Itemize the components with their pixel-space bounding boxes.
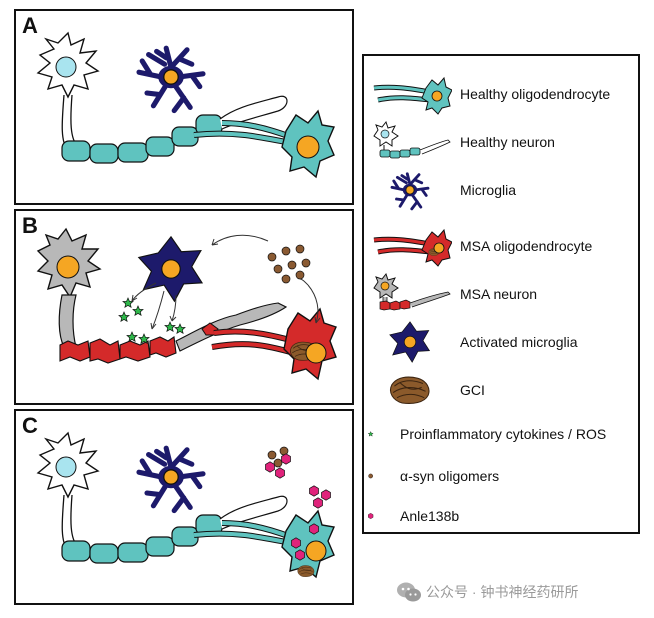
legend-label: Microglia (460, 182, 517, 198)
healthy-oligodendrocyte-icon (193, 109, 335, 179)
panel-c-illustration (36, 431, 335, 579)
healthy-neuron-icon (36, 31, 100, 152)
legend-label: GCI (460, 382, 485, 398)
microglia-icon (390, 172, 430, 211)
panel-a: A (14, 9, 354, 205)
microglia-icon (139, 48, 203, 110)
activated-microglia-icon (389, 321, 430, 363)
msa-neuron-icon (373, 272, 451, 311)
panel-label: A (22, 13, 38, 38)
legend-label: Proinflammatory cytokines / ROS (400, 426, 607, 442)
legend-label: α-syn oligomers (400, 468, 500, 484)
oligomer-cluster (267, 244, 311, 284)
activated-microglia-icon (138, 236, 203, 302)
healthy-oligodendrocyte-icon (373, 76, 452, 115)
microglia-icon (139, 448, 203, 510)
msa-oligodendrocyte-icon (211, 307, 337, 381)
panel-label: C (22, 413, 38, 438)
panel-b-illustration (36, 227, 337, 381)
legend-item: Anle138b (364, 494, 640, 538)
wechat-icon (397, 582, 421, 602)
panel-a-illustration (36, 31, 335, 179)
healthy-neuron-icon (373, 120, 451, 159)
legend-item: MSA neuron (364, 272, 640, 316)
legend-item: Proinflammatory cytokines / ROS (364, 412, 640, 456)
healthy-oligodendrocyte-icon (193, 509, 335, 579)
star-icon (367, 431, 374, 437)
legend-label: MSA oligodendrocyte (460, 238, 593, 254)
legend-item: Activated microglia (364, 320, 640, 364)
watermark: 公众号 · 钟书神经药研所 (396, 578, 646, 606)
legend-label: Activated microglia (460, 334, 578, 350)
legend-label: Anle138b (400, 508, 460, 524)
legend-label: MSA neuron (460, 286, 538, 302)
panel-b: B (14, 209, 354, 405)
msa-oligodendrocyte-icon (373, 228, 452, 267)
legend-label: Healthy oligodendrocyte (460, 86, 611, 102)
legend: Healthy oligodendrocyte Healthy neuron M… (362, 54, 640, 534)
hexagon-icon (368, 513, 374, 519)
msa-neuron-icon (36, 227, 102, 348)
watermark-text: 公众号 · 钟书神经药研所 (426, 584, 579, 600)
oligomer-icon (368, 473, 373, 479)
legend-item: MSA oligodendrocyte (364, 224, 640, 268)
gci-icon (389, 376, 430, 404)
interaction-arrows (131, 234, 321, 330)
legend-label: Healthy neuron (460, 134, 555, 150)
legend-item: Healthy oligodendrocyte (364, 72, 640, 116)
panel-c: C (14, 409, 354, 605)
healthy-myelin-sheath (61, 495, 288, 564)
msa-myelin-sheath (59, 302, 288, 364)
legend-item: Microglia (364, 168, 640, 212)
healthy-neuron-icon (36, 431, 100, 552)
legend-item: Healthy neuron (364, 120, 640, 164)
legend-item: GCI (364, 368, 640, 412)
panel-label: B (22, 213, 38, 238)
legend-item: α-syn oligomers (364, 454, 640, 498)
